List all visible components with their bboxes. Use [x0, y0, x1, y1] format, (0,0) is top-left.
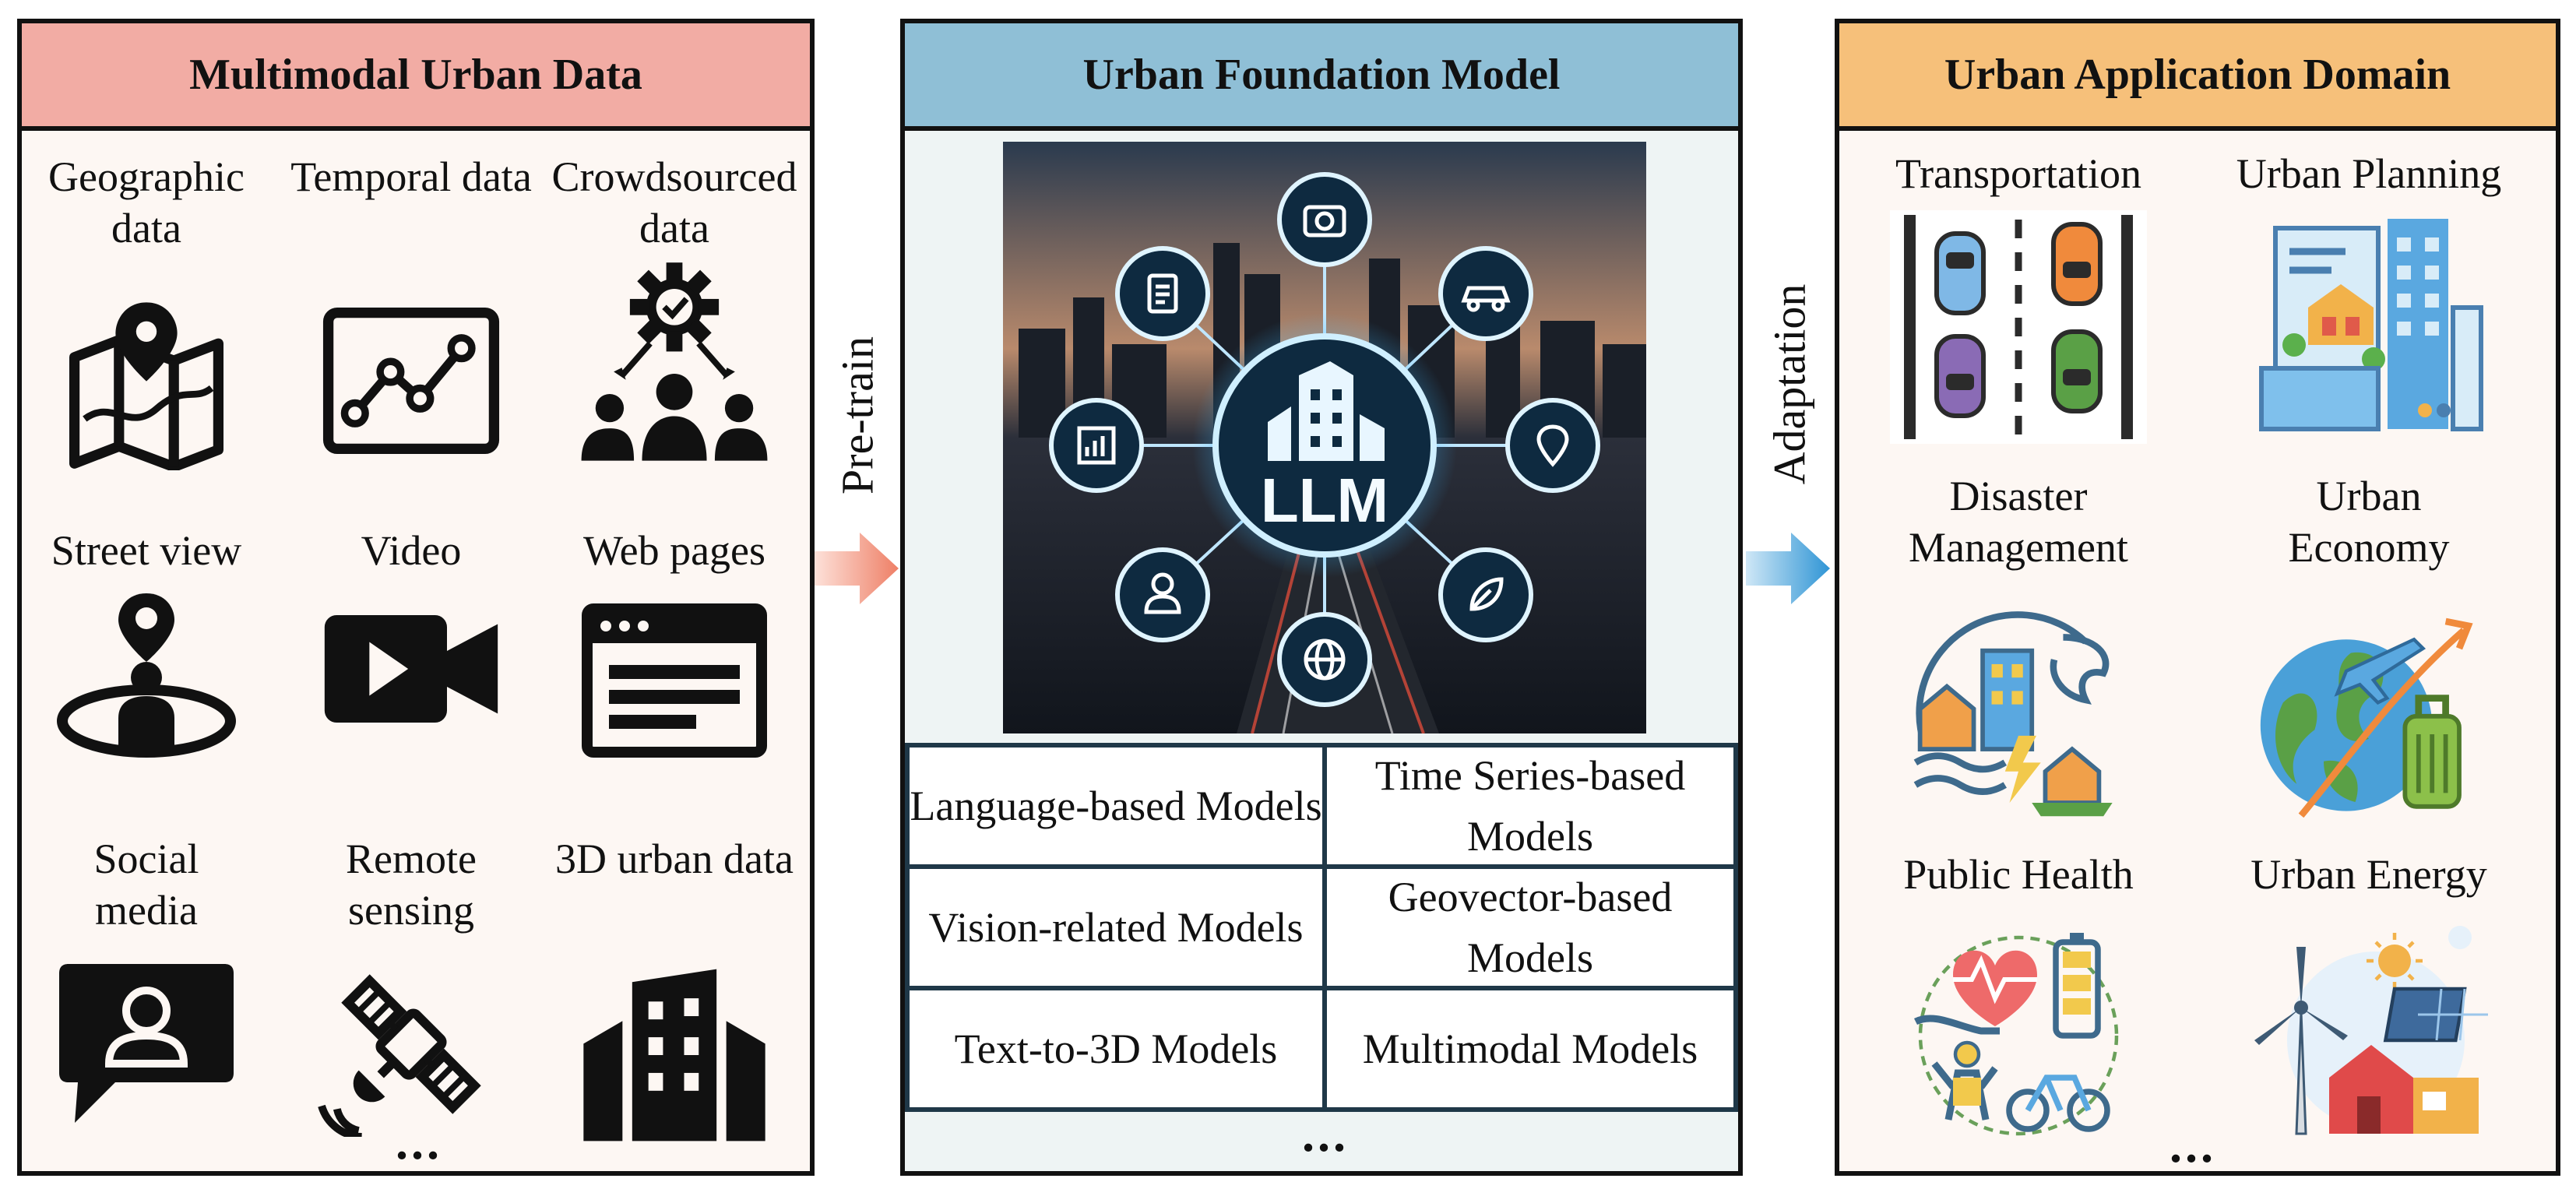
model-types-table: Language-based Models Time Series-based … [905, 743, 1738, 1121]
pretrain-label: Pre-train [832, 336, 883, 494]
satellite-icon [318, 974, 481, 1137]
data-item-label: Web pages [582, 527, 766, 574]
data-ellipsis: ... [396, 1114, 442, 1170]
street-view-icon [57, 593, 236, 758]
chat-user-icon [59, 964, 234, 1123]
line-chart-icon [322, 307, 500, 455]
adaptation-label: Adaptation [1764, 283, 1815, 485]
health-icon [1913, 933, 2119, 1136]
app-item-urban-planning: Urban Planning [2198, 148, 2540, 475]
app-item-label: Urban Planning [2236, 150, 2502, 197]
app-item-urban-energy: Urban Energy [2198, 849, 2540, 1176]
data-item-label: Social media [93, 835, 199, 934]
data-item-video: Video [279, 525, 544, 790]
road-cars-icon [1890, 210, 2147, 444]
data-item-crowdsourced: Crowdsourced data [548, 151, 801, 494]
data-item-geographic: Geographic data [30, 151, 263, 494]
city-planning-icon [2259, 219, 2483, 431]
panel-title-data: Multimodal Urban Data [22, 23, 810, 131]
disaster-icon [1913, 611, 2113, 817]
data-item-temporal: Temporal data [279, 151, 544, 494]
urban-application-domain-panel: Urban Application Domain Transportation … [1835, 19, 2560, 1176]
browser-window-icon [582, 603, 767, 758]
app-item-label: Disaster Management [1909, 473, 2128, 571]
globe-travel-icon [2260, 617, 2473, 818]
app-item-disaster: Disaster Management [1855, 470, 2182, 828]
data-item-label: Street view [51, 527, 242, 574]
pretrain-arrow: Pre-train [815, 296, 900, 638]
data-item-label: Crowdsourced data [551, 153, 797, 252]
energy-icon [2254, 926, 2488, 1135]
llm-hub-label: LLM [1261, 466, 1388, 535]
data-item-label: Temporal data [290, 153, 532, 200]
video-camera-icon [324, 615, 498, 723]
app-item-public-health: Public Health [1855, 849, 2182, 1176]
model-cell-multimodal: Multimodal Models [1322, 986, 1738, 1112]
app-item-economy: Urban Economy [2198, 470, 2540, 828]
data-item-3d-urban: 3D urban data [548, 833, 801, 1168]
llm-hub-illustration: LLM [1003, 142, 1646, 734]
panel-title-application: Urban Application Domain [1839, 23, 2556, 131]
model-cell-geovector: Geovector-based Models [1322, 864, 1738, 990]
app-item-label: Urban Energy [2250, 851, 2487, 898]
app-item-transportation: Transportation [1855, 148, 2182, 475]
data-item-label: Remote sensing [346, 835, 477, 934]
data-item-label: 3D urban data [555, 835, 794, 882]
data-item-label: Geographic data [48, 153, 245, 252]
app-item-label: Transportation [1895, 150, 2141, 197]
app-item-label: Public Health [1903, 851, 2134, 898]
model-ellipsis: ... [1302, 1106, 1349, 1162]
app-item-label: Urban Economy [2288, 473, 2450, 571]
data-item-street-view: Street view [30, 525, 263, 790]
data-item-label: Video [361, 527, 462, 574]
adaptation-arrow: Adaptation [1743, 265, 1835, 623]
model-cell-text-to-3d: Text-to-3D Models [905, 986, 1327, 1112]
buildings-icon [583, 969, 765, 1142]
right-arrow-icon [1746, 533, 1830, 604]
llm-network-graphic: LLM [1003, 142, 1646, 734]
map-pin-icon [69, 302, 223, 470]
multimodal-urban-data-panel: Multimodal Urban Data Geographic data Te… [17, 19, 815, 1176]
right-arrow-icon [815, 533, 899, 604]
model-cell-time-series: Time Series-based Models [1322, 743, 1738, 869]
data-item-web-pages: Web pages [548, 525, 801, 790]
model-cell-vision: Vision-related Models [905, 864, 1327, 990]
model-cell-language: Language-based Models [905, 743, 1327, 869]
urban-foundation-model-panel: Urban Foundation Model [900, 19, 1743, 1176]
crowd-gear-icon [581, 262, 768, 461]
panel-title-model: Urban Foundation Model [905, 23, 1738, 131]
data-item-social-media: Social media [30, 833, 263, 1168]
application-ellipsis: ... [2170, 1117, 2216, 1173]
data-item-remote-sensing: Remote sensing [279, 833, 544, 1168]
